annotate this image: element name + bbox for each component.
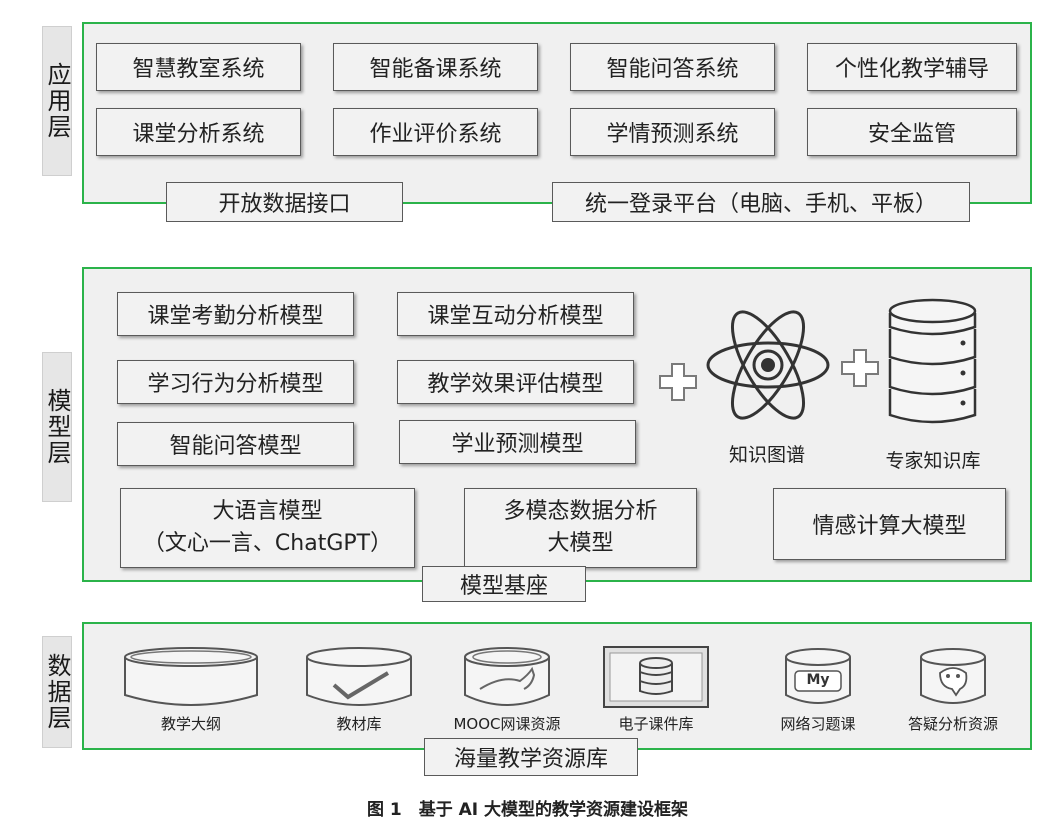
resource-label-qa-analysis: 答疑分析资源 <box>907 715 998 733</box>
resource-label-courseware: 电子课件库 <box>618 715 694 733</box>
multimodal-model-box: 多模态数据分析 大模型 <box>464 488 697 568</box>
data-layer-label: 数据层 <box>42 636 72 748</box>
large-language-model-box: 大语言模型 （文心一言、ChatGPT） <box>120 488 415 568</box>
multimodal-model-line2: 大模型 <box>547 531 614 556</box>
resource-label-textbook: 教材库 <box>336 715 382 733</box>
mooc-cylinder-icon <box>464 647 550 706</box>
app-box-class-analysis: 课堂分析系统 <box>96 108 301 156</box>
model-box-interaction: 课堂互动分析模型 <box>397 292 634 336</box>
app-box-security: 安全监管 <box>807 108 1017 156</box>
mysql-cylinder-icon <box>785 648 851 704</box>
app-box-smart-lesson-prep: 智能备课系统 <box>333 43 538 91</box>
multimodal-model-line1: 多模态数据分析 <box>503 499 658 524</box>
resource-label-exercises: 网络习题课 <box>780 715 856 733</box>
app-box-smart-classroom: 智慧教室系统 <box>96 43 301 91</box>
app-box-homework-eval: 作业评价系统 <box>333 108 538 156</box>
teaching-resource-base-tab: 海量教学资源库 <box>424 738 638 776</box>
atom-icon <box>706 310 830 420</box>
mysql-badge: My <box>806 672 830 688</box>
expert-knowledge-base-label: 专家知识库 <box>885 450 981 472</box>
large-language-model-examples: （文心一言、ChatGPT） <box>142 531 393 556</box>
resource-label-mooc: MOOC网课资源 <box>453 715 561 733</box>
open-data-interface-tab: 开放数据接口 <box>166 182 403 222</box>
app-box-personalized-tutoring: 个性化教学辅导 <box>807 43 1017 91</box>
unified-login-tab: 统一登录平台（电脑、手机、平板） <box>552 182 970 222</box>
database-icon <box>888 298 977 424</box>
model-box-teaching-effect: 教学效果评估模型 <box>397 360 634 404</box>
courseware-database-icon <box>603 646 709 708</box>
app-box-smart-qa: 智能问答系统 <box>570 43 775 91</box>
model-box-learning-behavior: 学习行为分析模型 <box>117 360 354 404</box>
plus-icon <box>841 349 879 387</box>
model-layer-label: 模型层 <box>42 352 72 502</box>
model-box-smart-qa: 智能问答模型 <box>117 422 354 466</box>
application-layer-label: 应用层 <box>42 26 72 176</box>
model-box-attendance: 课堂考勤分析模型 <box>117 292 354 336</box>
affective-model-box: 情感计算大模型 <box>773 488 1006 560</box>
resource-label-syllabus: 教学大纲 <box>160 715 221 733</box>
model-box-academic-prediction: 学业预测模型 <box>399 420 636 464</box>
large-language-model-title: 大语言模型 <box>212 499 323 524</box>
knowledge-graph-label: 知识图谱 <box>728 444 805 466</box>
model-base-tab: 模型基座 <box>422 566 586 602</box>
textbook-cylinder-icon <box>306 647 412 706</box>
postgres-cylinder-icon <box>920 648 986 704</box>
figure-caption: 图 1 基于 AI 大模型的教学资源建设框架 <box>366 800 689 820</box>
app-box-learning-prediction: 学情预测系统 <box>570 108 775 156</box>
syllabus-cylinder-icon <box>124 647 258 706</box>
plus-icon <box>659 363 697 401</box>
